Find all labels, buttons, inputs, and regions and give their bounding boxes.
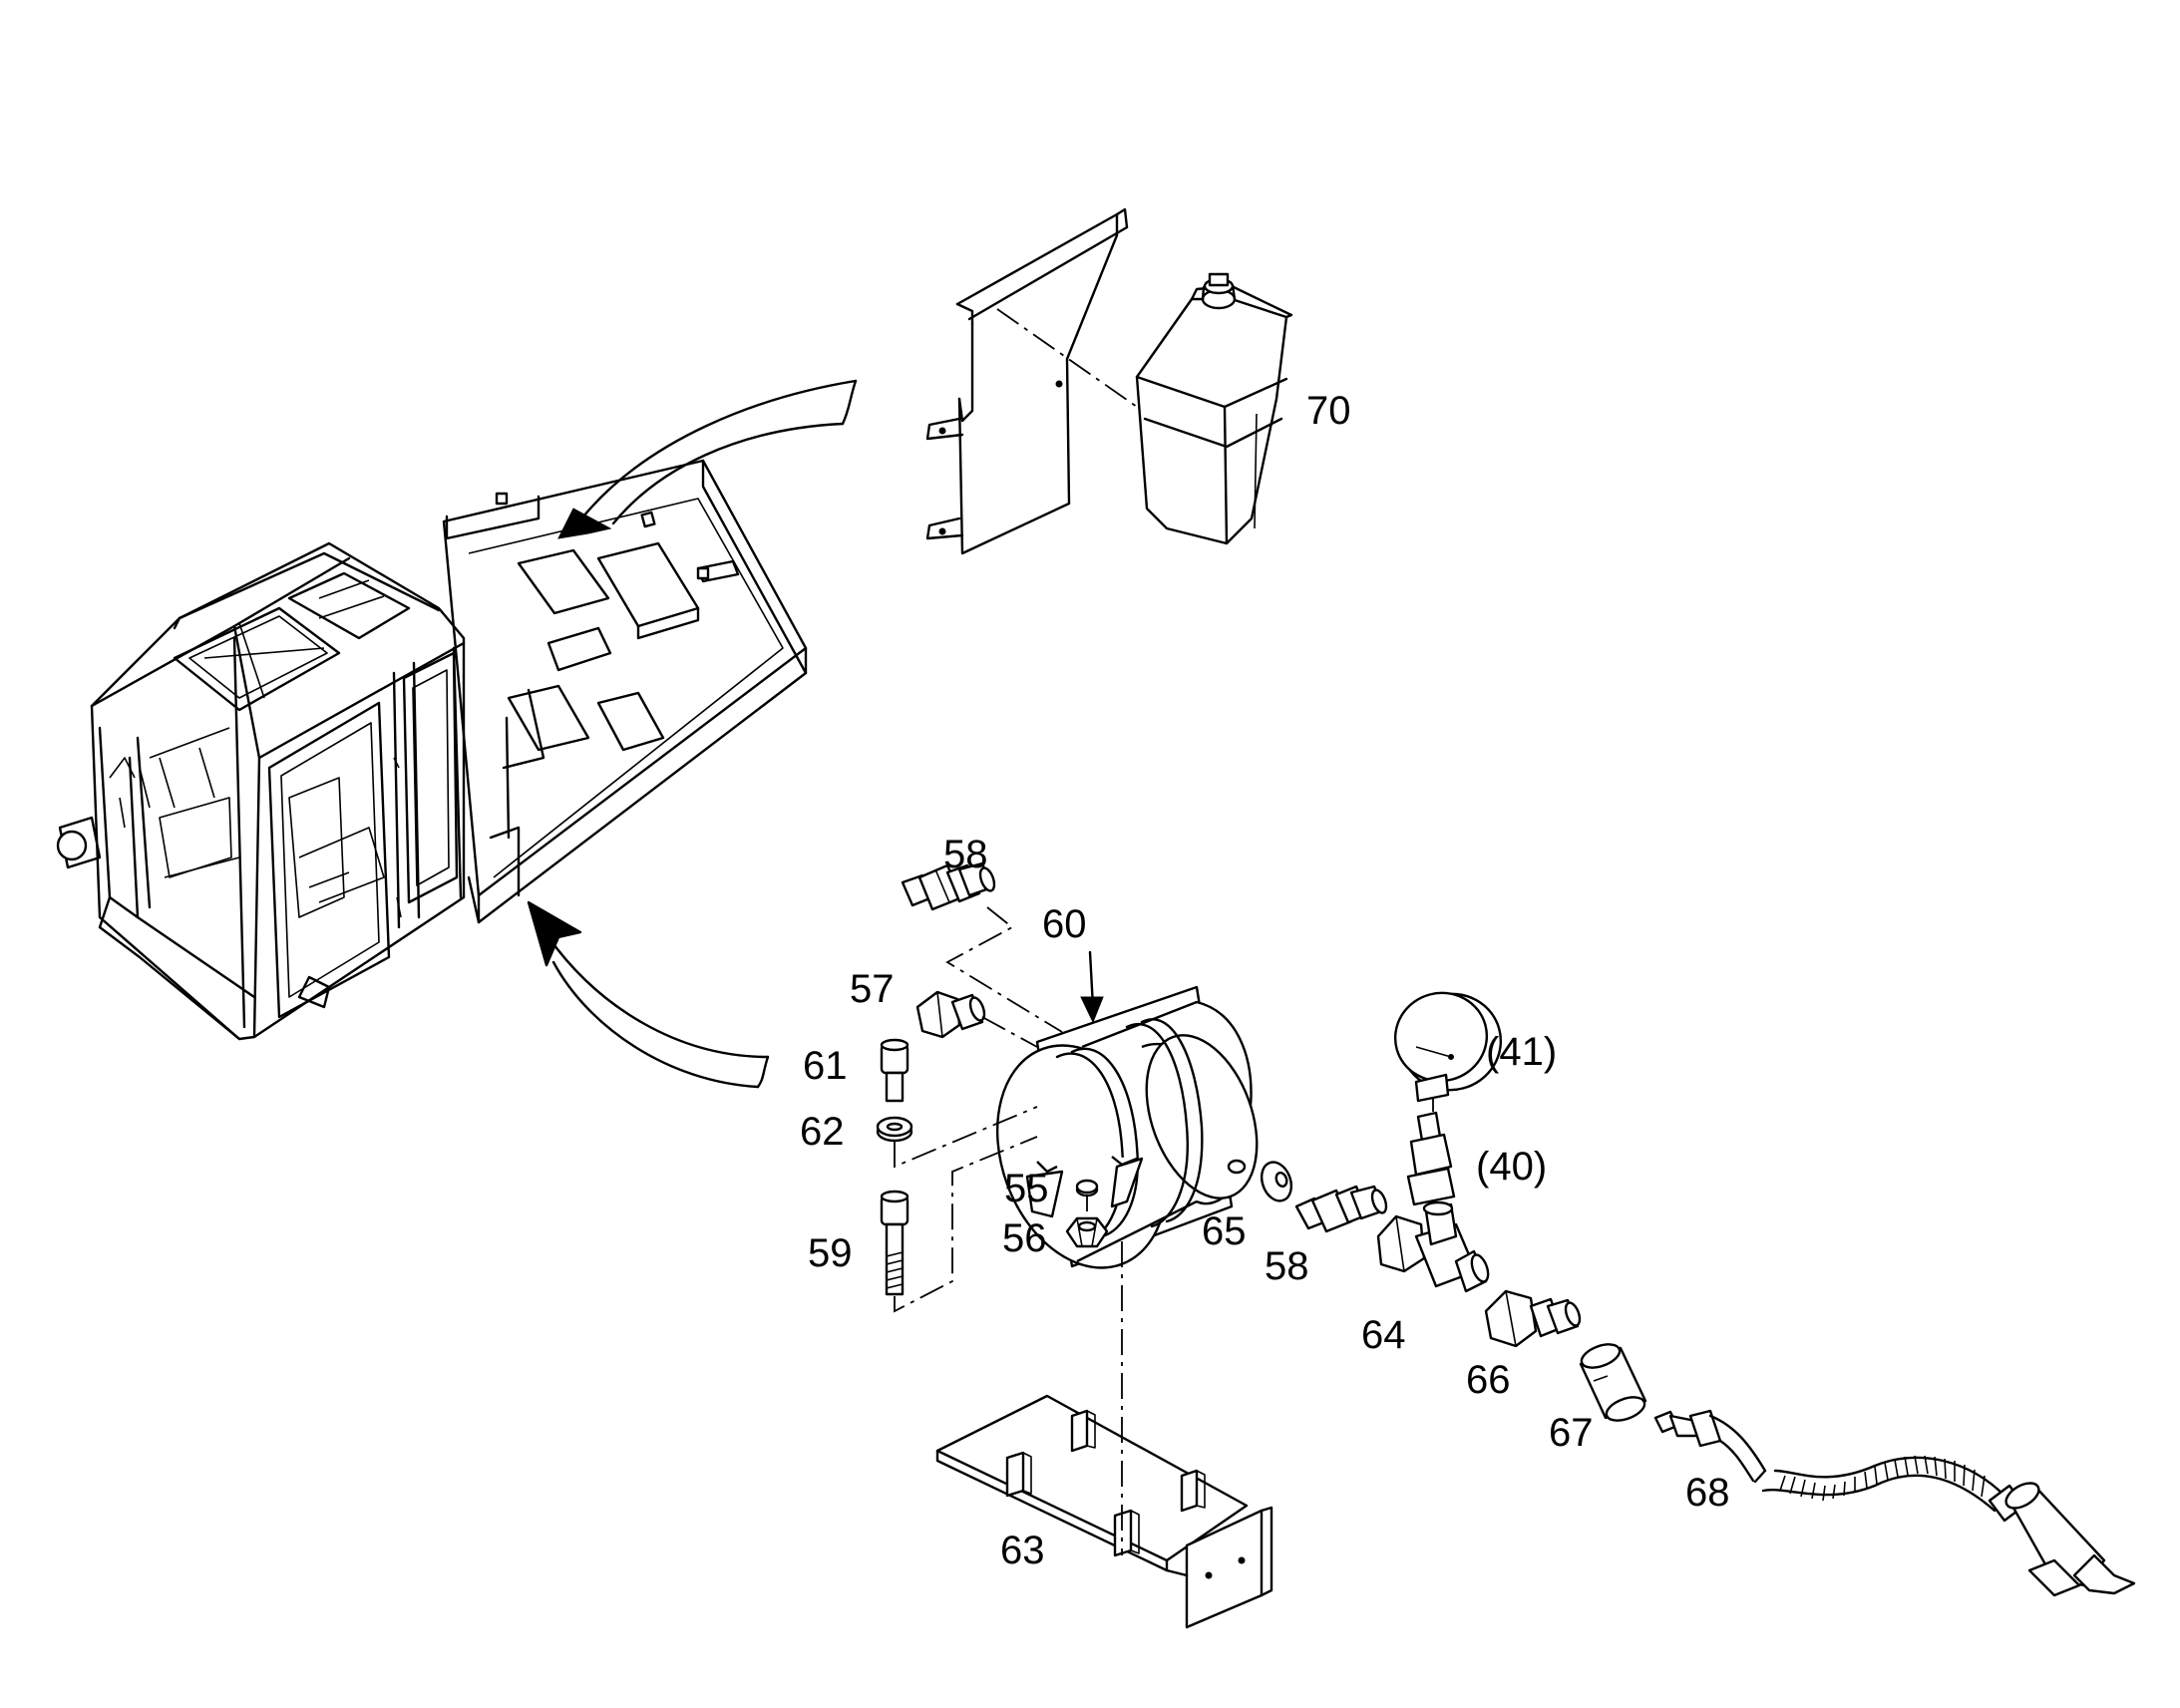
leader-arrow-upper — [557, 379, 858, 539]
fitting-58-lower — [1294, 1185, 1388, 1233]
callout-61: 61 — [803, 1044, 848, 1088]
callout-41: (41) — [1486, 1030, 1557, 1074]
callout-62: 62 — [800, 1110, 845, 1154]
washer-65 — [1260, 1161, 1293, 1202]
callout-40: (40) — [1476, 1145, 1547, 1189]
bolt-59 — [880, 1190, 909, 1296]
callout-58-upper: 58 — [943, 833, 988, 876]
washer-55 — [1075, 1179, 1099, 1197]
callout-67: 67 — [1549, 1411, 1594, 1455]
washer-tank — [1135, 272, 1293, 545]
mounting-plate-63 — [935, 1394, 1273, 1629]
callout-65: 65 — [1202, 1209, 1247, 1253]
adapter-40 — [1406, 1111, 1456, 1206]
washer-62 — [876, 1116, 913, 1143]
pressure-gauge — [1393, 991, 1503, 1103]
plug-57 — [915, 990, 986, 1039]
callout-68: 68 — [1685, 1471, 1730, 1515]
leader-arrow-lower — [527, 900, 770, 1089]
tee-fitting-64 — [1376, 1200, 1490, 1293]
callout-labels: 70 58 60 57 61 62 59 55 56 65 58 64 66 6… — [800, 389, 1730, 1572]
callout-57: 57 — [850, 967, 895, 1011]
nut-56 — [1065, 1216, 1109, 1248]
fitting-58-upper — [901, 861, 996, 911]
machine-frame-with-cab — [56, 459, 808, 1041]
callout-56: 56 — [1002, 1216, 1047, 1260]
callout-63: 63 — [1000, 1529, 1045, 1572]
callout-66: 66 — [1466, 1358, 1511, 1402]
assembly-leaders — [894, 906, 1434, 1555]
nipple-66 — [1484, 1289, 1582, 1348]
callout-60: 60 — [1042, 902, 1087, 946]
sleeve-67 — [1579, 1343, 1647, 1422]
callout-55: 55 — [1004, 1167, 1049, 1210]
callout-64: 64 — [1361, 1313, 1406, 1357]
leader-bracket-tank — [996, 308, 1138, 408]
mounting-bracket — [925, 207, 1129, 555]
callout-70: 70 — [1306, 389, 1351, 433]
callout-59: 59 — [808, 1231, 853, 1275]
bolt-61 — [880, 1038, 909, 1103]
hose-assembly-68 — [1653, 1409, 2136, 1597]
callout-58-lower: 58 — [1265, 1244, 1309, 1288]
